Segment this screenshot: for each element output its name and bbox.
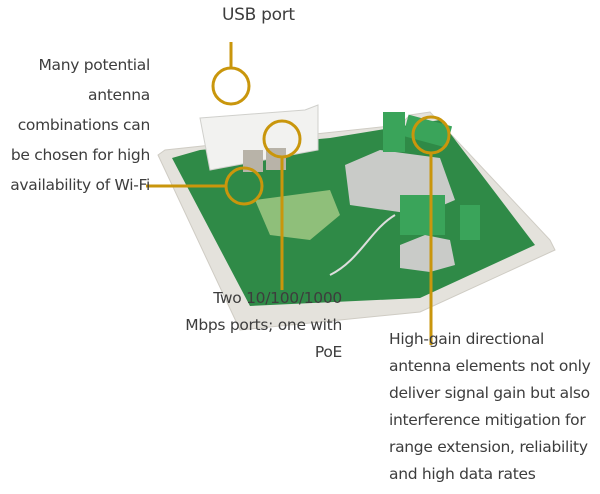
label-line: antenna (88, 86, 150, 104)
label-line: Many potential (38, 56, 150, 74)
ports-label: Two 10/100/1000 Mbps ports; one with PoE (185, 285, 342, 366)
usb-callout-circle (211, 66, 251, 106)
label-line: combinations can (17, 116, 151, 134)
antenna-combinations-label: Many potential antenna combinations can … (10, 50, 150, 200)
high-gain-antenna-label: High-gain directional antenna elements n… (389, 326, 591, 488)
label-line: be chosen for high (10, 146, 150, 164)
label-line: interference mitigation for (389, 411, 586, 429)
shield-plate (255, 190, 340, 240)
antenna-element (400, 195, 445, 235)
label-line: antenna elements not only (389, 357, 591, 375)
antenna-element (383, 112, 405, 152)
shield-plate (400, 235, 455, 272)
antenna-element (460, 205, 480, 240)
label-line: USB port (222, 5, 295, 25)
usb-port-label: USB port (222, 0, 295, 30)
label-line: PoE (314, 343, 342, 361)
label-line: High-gain directional (389, 330, 545, 348)
rf-cable (329, 214, 396, 276)
label-line: availability of Wi-Fi (10, 176, 150, 194)
ethernet-port (243, 150, 263, 172)
label-line: Two 10/100/1000 (213, 289, 342, 307)
label-line: range extension, reliability (389, 438, 588, 456)
label-line: deliver signal gain but also (389, 384, 590, 402)
label-line: and high data rates (389, 465, 536, 483)
label-line: Mbps ports; one with (185, 316, 342, 334)
antenna-element (402, 114, 453, 148)
